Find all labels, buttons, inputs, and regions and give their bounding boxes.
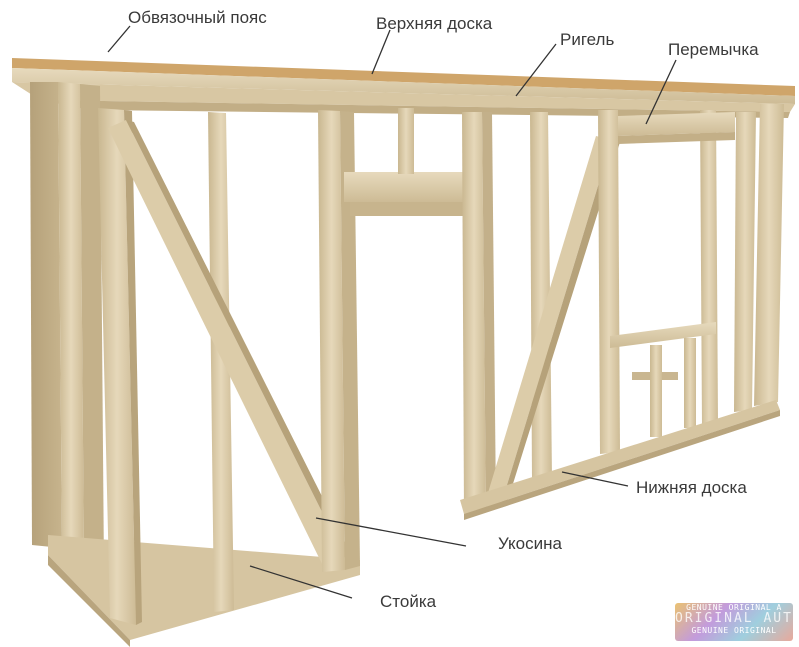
bottom-plate-right <box>460 400 780 520</box>
authenticity-watermark: GENUINE ORIGINAL A ORIGINAL AUTHENTIC GE… <box>675 603 793 641</box>
leader-top-plate <box>371 29 391 75</box>
leader-lines <box>107 25 677 599</box>
door-stud-left <box>318 110 360 572</box>
leader-bottom-plate <box>561 471 629 487</box>
label-stud: Стойка <box>380 592 437 611</box>
door-header <box>344 172 478 216</box>
brace-right <box>484 136 620 508</box>
label-bottom-plate: Нижняя доска <box>636 478 747 497</box>
watermark-line-2: ORIGINAL AUTHENTIC <box>675 611 793 626</box>
leader-lintel <box>645 59 677 125</box>
cripple-studs-door <box>398 108 414 174</box>
leader-girder <box>515 43 557 97</box>
stud-left-2 <box>98 108 142 625</box>
window-stud-left <box>598 110 620 454</box>
cripple-studs-window <box>650 338 696 437</box>
label-brace: Укосина <box>498 534 562 553</box>
window-stud-right <box>700 110 718 427</box>
label-top-plate-belt: Обвязочный пояс <box>128 8 267 27</box>
door-stud-right <box>462 112 496 514</box>
window-sill <box>610 322 716 380</box>
bottom-plate-left <box>48 535 360 647</box>
window-lintel <box>618 112 735 144</box>
stud-left-3 <box>208 112 234 612</box>
watermark-line-3: GENUINE ORIGINAL <box>691 626 777 635</box>
leader-stud <box>249 565 353 599</box>
label-lintel: Перемычка <box>668 40 759 59</box>
label-girder: Ригель <box>560 30 615 49</box>
leader-brace <box>315 517 467 547</box>
corner-post-left <box>30 82 104 572</box>
leader-top-plate-belt <box>107 25 131 53</box>
brace-left <box>108 120 352 572</box>
top-plate-belt <box>12 58 795 104</box>
stud-right-end <box>734 104 784 412</box>
watermark-line-1: GENUINE ORIGINAL A <box>686 603 782 612</box>
label-top-plate: Верхняя доска <box>376 14 493 33</box>
